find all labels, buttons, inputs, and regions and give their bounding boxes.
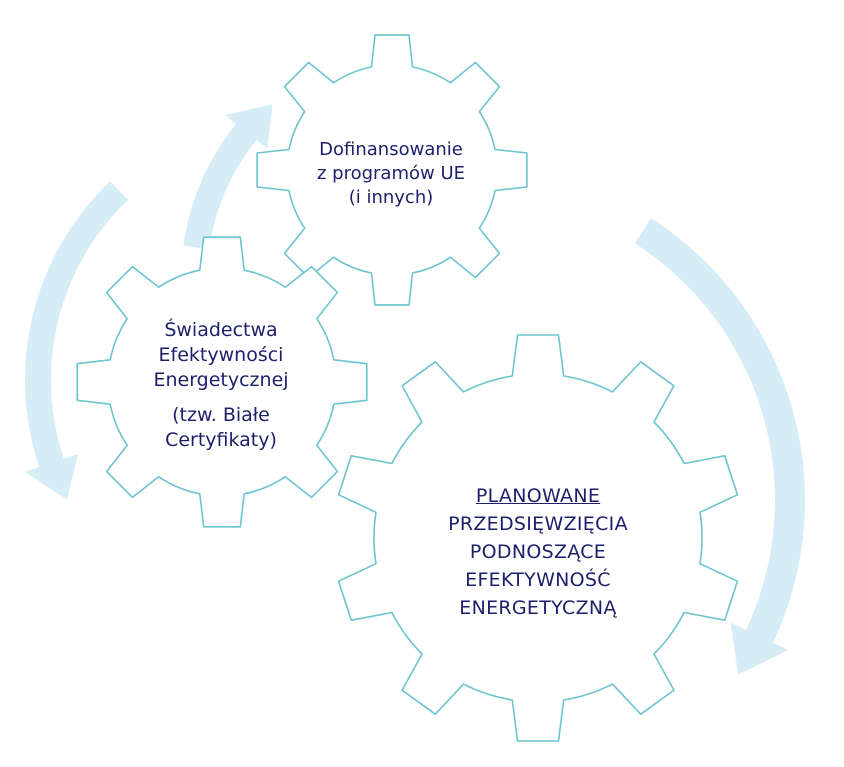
gear-top-line-3: (i innych)	[348, 187, 434, 208]
gear-top-line-2: z programów UE	[316, 163, 465, 184]
gear-top-label: Dofinansowanie z programów UE (i innych)	[268, 138, 514, 210]
arrow-left-icon	[24, 181, 128, 500]
gear-left-line-4: (tzw. Białe	[172, 404, 270, 426]
gear-bottom-line-1: PLANOWANE	[475, 485, 601, 507]
gear-bottom-line-5: ENERGETYCZNĄ	[459, 597, 617, 619]
gear-left-line-5: Certyfikaty)	[165, 429, 277, 451]
gear-bottom	[337, 334, 739, 742]
arrow-right-icon	[634, 218, 806, 675]
gear-left-line-3: Energetycznej	[153, 369, 289, 391]
arrow-top-left-icon	[183, 104, 273, 250]
gear-bottom-line-3: PODNOSZĄCE	[469, 541, 607, 563]
gear-bottom-line-4: EFEKTYWNOŚĆ	[465, 569, 611, 591]
gear-top	[256, 34, 528, 306]
gears	[76, 34, 739, 742]
gear-left-line-2: Efektywności	[158, 344, 284, 366]
gear-bottom-line-2: PRZEDSIĘWZIĘCIA	[448, 513, 628, 535]
gear-left-line-1: Świadectwa	[164, 319, 278, 341]
gear-bottom-label: PLANOWANE PRZEDSIĘWZIĘCIA PODNOSZĄCE EFE…	[388, 482, 688, 622]
gear-left-spacer	[96, 393, 346, 403]
gear-left	[76, 236, 368, 528]
gear-left-label: Świadectwa Efektywności Energetycznej (t…	[96, 318, 346, 453]
gear-top-line-1: Dofinansowanie	[319, 139, 463, 160]
cycle-arrows	[24, 104, 806, 675]
